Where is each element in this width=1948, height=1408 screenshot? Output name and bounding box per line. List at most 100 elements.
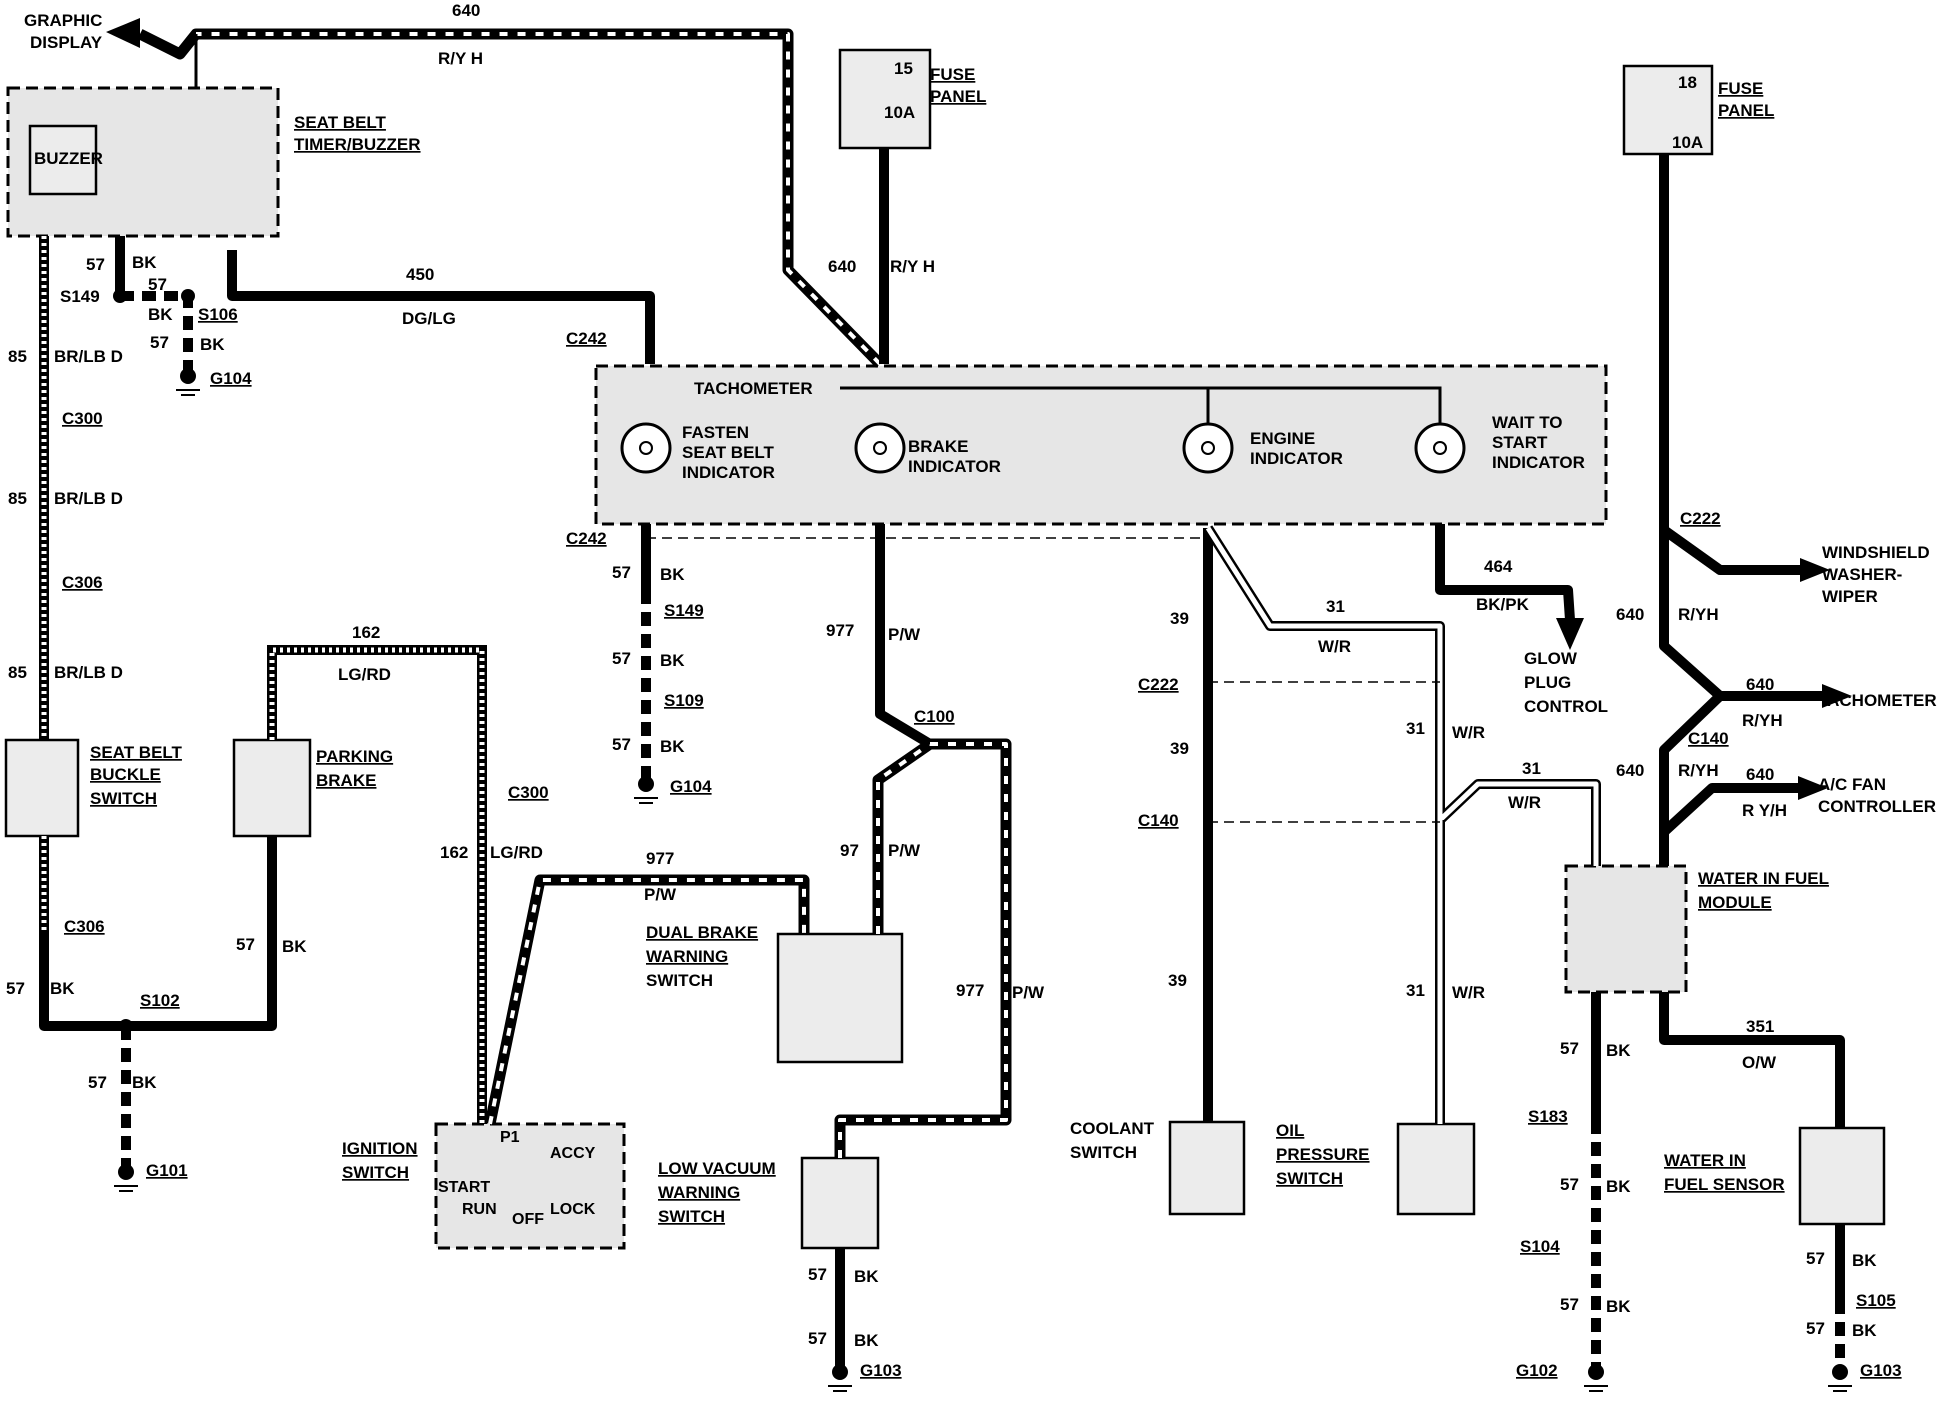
ground-g103-right — [1828, 1364, 1852, 1392]
ignition-off: OFF — [512, 1211, 544, 1228]
washer-arrow — [1800, 558, 1830, 582]
dual-brake-label-3: SWITCH — [646, 971, 713, 990]
connector-c242-top: C242 — [566, 329, 607, 348]
splice-s102: S102 — [140, 991, 180, 1010]
wire-brlb-a: BR/LB D — [54, 347, 123, 366]
ground-g103-label-a: G103 — [860, 1361, 902, 1380]
wire-977-b: 977 — [826, 621, 854, 640]
wire-39-a: 39 — [1170, 609, 1189, 628]
wire-bk-k: BK — [660, 737, 685, 756]
ground-g101-label: G101 — [146, 1161, 188, 1180]
wire-57-n: 57 — [1560, 1295, 1579, 1314]
brake-indicator-label-1: BRAKE — [908, 437, 968, 456]
splice-s109: S109 — [664, 691, 704, 710]
engine-indicator-lamp — [1182, 422, 1234, 474]
ignition-switch-label-1: IGNITION — [342, 1139, 418, 1158]
wire-39-c: 39 — [1168, 971, 1187, 990]
fuse-panel-18-label-1: FUSE — [1718, 79, 1763, 98]
ground-g104-label-b: G104 — [670, 777, 712, 796]
wait-to-start-label-3: INDICATOR — [1492, 453, 1585, 472]
connector-c222-right: C222 — [1680, 509, 1721, 528]
seat-belt-timer-label-1: SEAT BELT — [294, 113, 387, 132]
ground-g103-mid — [828, 1364, 852, 1392]
fuse-15-number: 15 — [894, 59, 913, 78]
wire-57-o: 57 — [1806, 1249, 1825, 1268]
wire-57-p: 57 — [1806, 1319, 1825, 1338]
ground-g103-label-b: G103 — [1860, 1361, 1902, 1380]
splice-s104: S104 — [1520, 1237, 1560, 1256]
brake-indicator-label-2: INDICATOR — [908, 457, 1001, 476]
connector-c140-left: C140 — [1138, 811, 1179, 830]
wire-bk-m: BK — [1606, 1177, 1631, 1196]
fuse-panel-15-box — [838, 48, 932, 150]
wire-bk-h: BK — [854, 1331, 879, 1350]
brake-indicator-lamp — [854, 422, 906, 474]
wire-pw-d: P/W — [1012, 983, 1045, 1002]
wait-to-start-lamp — [1414, 422, 1466, 474]
low-vacuum-box — [800, 1156, 880, 1250]
splice-dot-s106 — [181, 289, 195, 303]
splice-s105: S105 — [1856, 1291, 1896, 1310]
coolant-label-2: SWITCH — [1070, 1143, 1137, 1162]
wire-bk-n: BK — [1606, 1297, 1631, 1316]
wire-57-e: 57 — [236, 935, 255, 954]
wire-pw-b: P/W — [888, 625, 921, 644]
fuse-panel-15-label-2: PANEL — [930, 87, 986, 106]
washer-label-3: WIPER — [1822, 587, 1878, 606]
ignition-start: START — [438, 1179, 490, 1196]
ac-fan-label-1: A/C FAN — [1818, 775, 1886, 794]
wire-450: 450 — [406, 265, 434, 284]
fasten-indicator-label-2: SEAT BELT — [682, 443, 775, 462]
glow-plug-label-1: GLOW — [1524, 649, 1578, 668]
buzzer-label: BUZZER — [34, 149, 103, 168]
wire-977-c: 977 — [956, 981, 984, 1000]
fuse-panel-15-label-1: FUSE — [930, 65, 975, 84]
dual-brake-label-2: WARNING — [646, 947, 728, 966]
cluster-tachometer-label: TACHOMETER — [694, 379, 813, 398]
coolant-label-1: COOLANT — [1070, 1119, 1155, 1138]
connector-c222-left: C222 — [1138, 675, 1179, 694]
wire-rYH-top: R/Y H — [438, 49, 483, 68]
wire-31-b: 31 — [1406, 719, 1425, 738]
wire-ryh-r3: R/YH — [1678, 761, 1719, 780]
wire-brlb-c: BR/LB D — [54, 663, 123, 682]
engine-indicator-label-2: INDICATOR — [1250, 449, 1343, 468]
oil-pressure-box — [1396, 1122, 1476, 1216]
wire-bk-l: BK — [1606, 1041, 1631, 1060]
dual-brake-box — [776, 932, 904, 1064]
ignition-switch-label-2: SWITCH — [342, 1163, 409, 1182]
wire-wr-d: W/R — [1452, 983, 1485, 1002]
wire-162-mid: 162 — [440, 843, 468, 862]
parking-brake-label-2: BRAKE — [316, 771, 376, 790]
wire-ryh-r4: R Y/H — [1742, 801, 1787, 820]
fasten-indicator-label-3: INDICATOR — [682, 463, 775, 482]
wire-bk-b: BK — [148, 305, 173, 324]
seat-belt-buckle-label-2: BUCKLE — [90, 765, 161, 784]
ac-fan-arrow — [1798, 776, 1828, 800]
wire-640-r4: 640 — [1746, 765, 1774, 784]
glow-plug-label-3: CONTROL — [1524, 697, 1608, 716]
seat-belt-timer-label-2: TIMER/BUZZER — [294, 135, 421, 154]
wire-351: 351 — [1746, 1017, 1774, 1036]
graphic-display-label-2: DISPLAY — [30, 33, 103, 52]
fuse-18-rating: 10A — [1672, 133, 1703, 152]
coolant-switch-box — [1168, 1120, 1246, 1216]
wire-57-c: 57 — [150, 333, 169, 352]
oil-pressure-label-3: SWITCH — [1276, 1169, 1343, 1188]
connector-c140-right: C140 — [1688, 729, 1729, 748]
seat-belt-buckle-label-1: SEAT BELT — [90, 743, 183, 762]
splice-s183: S183 — [1528, 1107, 1568, 1126]
water-fuel-module-label-2: MODULE — [1698, 893, 1772, 912]
wire-640-r1: 640 — [1616, 605, 1644, 624]
wire-85-b: 85 — [8, 489, 27, 508]
wire-lgrd-mid: LG/RD — [490, 843, 543, 862]
tachometer-out-label: TACHOMETER — [1818, 691, 1937, 710]
wire-ryh-r1: R/YH — [1678, 605, 1719, 624]
oil-pressure-label-2: PRESSURE — [1276, 1145, 1370, 1164]
low-vacuum-label-2: WARNING — [658, 1183, 740, 1202]
fuse-panel-18-label-2: PANEL — [1718, 101, 1774, 120]
low-vacuum-label-3: SWITCH — [658, 1207, 725, 1226]
wire-31-d: 31 — [1406, 981, 1425, 1000]
connector-c300-mid: C300 — [508, 783, 549, 802]
